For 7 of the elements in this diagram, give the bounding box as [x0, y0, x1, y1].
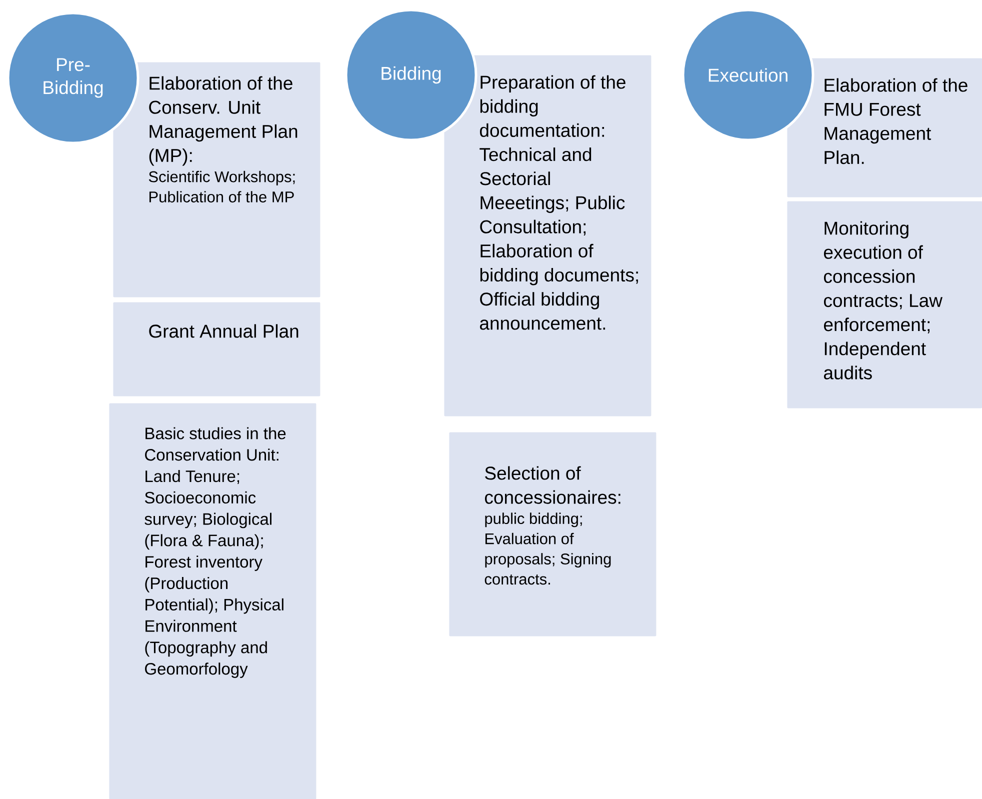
- process-box: Grant Annual Plan: [113, 302, 320, 396]
- process-box: Monitoring execution of concession contracts; Law enforcement; Independent audits: [787, 201, 982, 408]
- process-box: Selection of concessionaires: public bidding; Evaluation of proposals; Signing contracts.: [449, 432, 656, 636]
- process-box: Elaboration of the FMU Forest Management Plan.: [787, 58, 982, 198]
- process-box: Elaboration of the Conserv. Unit Management Plan (MP): Scientific Workshops; Publication of the MP: [113, 62, 320, 298]
- process-box: Preparation of the bidding documentation: Technical and Sectorial Meeetings; Public Consultation; Elaboration of bidding documents; Official bidding announcement.: [444, 55, 652, 416]
- process-box: Basic studies in the Conservation Unit: Land Tenure; Socioeconomic survey; Biological (Flora & Fauna); Forest inventory (Production Potential); Physical Environment (Topography and Geomorfology: [109, 403, 316, 799]
